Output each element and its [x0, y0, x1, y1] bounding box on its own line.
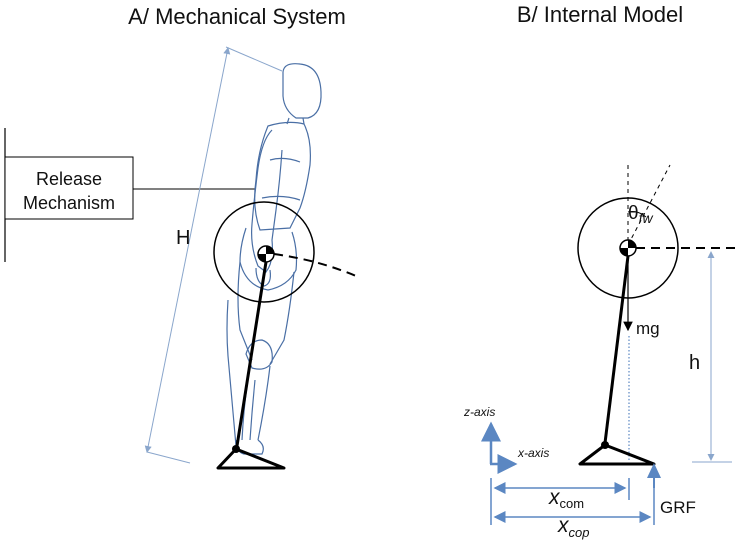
- foot-triangle-a: [216, 447, 286, 470]
- x-axis-label: x-axis: [517, 446, 549, 460]
- height-extension-top: [225, 46, 283, 72]
- panel-a: Release Mechanism H: [4, 46, 357, 470]
- xcop-label: xcop: [557, 514, 589, 540]
- theta-subscript: fw: [639, 210, 654, 226]
- grf-label: GRF: [660, 498, 696, 517]
- theta-arc: [627, 211, 647, 218]
- height-label-h: h: [689, 352, 700, 374]
- com-trajectory-arc: [273, 253, 357, 277]
- human-figure-outline: [226, 63, 322, 455]
- xcom-label: xcom: [548, 486, 584, 511]
- release-mechanism-box: [4, 156, 134, 220]
- body-axis-dashed: [627, 164, 671, 246]
- height-dimension-line: [144, 47, 231, 453]
- xcom-subscript: com: [560, 496, 585, 511]
- height-label-H: H: [176, 227, 190, 249]
- com-marker-a: [257, 245, 275, 263]
- foot-triangle-b: [578, 443, 656, 466]
- height-extension-bottom: [146, 451, 191, 464]
- z-axis-label: z-axis: [463, 405, 495, 419]
- release-mechanism-label-line1: Release: [36, 169, 102, 189]
- panel-b: θfw mg h z-axis x-axis: [463, 164, 740, 540]
- pendulum-rod-b: [603, 255, 630, 444]
- weight-label-mg: mg: [636, 319, 660, 338]
- pendulum-rod-a: [235, 261, 268, 447]
- release-mechanism-label-line2: Mechanism: [23, 193, 115, 213]
- panel-a-title: A/ Mechanical System: [128, 4, 346, 29]
- panel-b-title: B/ Internal Model: [517, 2, 683, 27]
- xcop-subscript: cop: [569, 525, 590, 540]
- com-circle-a: [213, 201, 315, 303]
- grf-arrowhead: [647, 463, 661, 478]
- theta-fw-label: θfw: [628, 203, 653, 226]
- com-marker-b: [619, 239, 637, 257]
